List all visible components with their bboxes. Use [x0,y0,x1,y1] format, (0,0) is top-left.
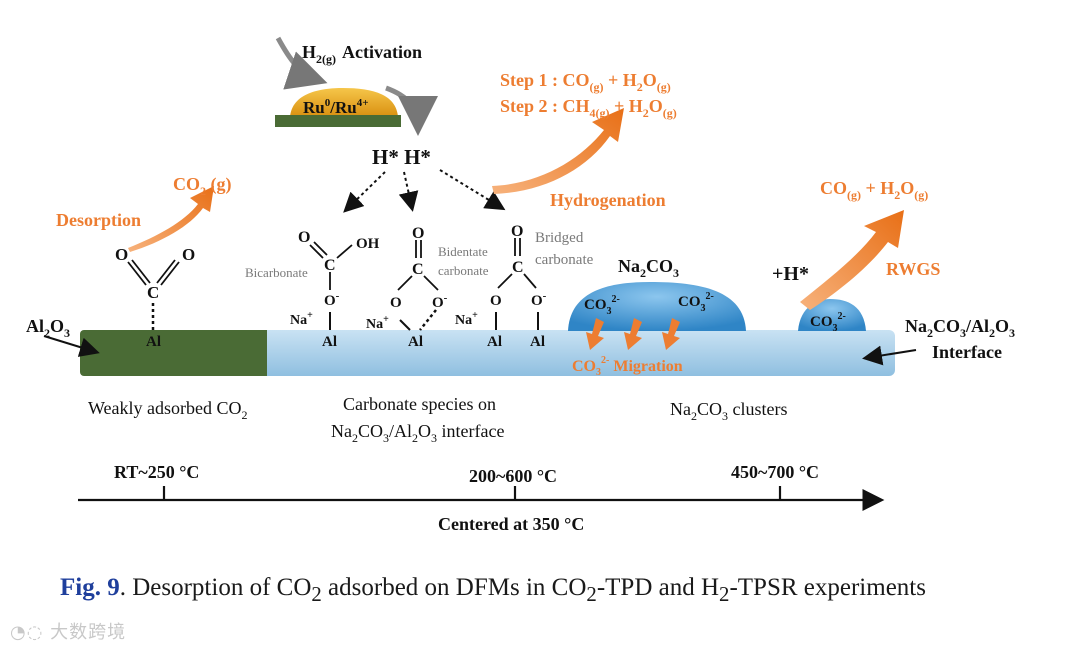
svg-text:Al: Al [408,334,423,350]
migration-arrows [586,318,680,350]
svg-text:Na+: Na+ [290,310,313,328]
al2o3-pointer-arrow [43,335,100,357]
clusters-label: Na2CO3 clusters [670,399,788,423]
watermark: ◔◌ 大数跨境 [10,622,127,643]
hydrogenation-arrow [492,108,624,194]
al2o3-layer [80,330,265,376]
plus-h-star-label: +H* [772,263,809,285]
svg-text:O: O [490,293,502,309]
desorption-arrow [128,186,214,252]
migration-label: CO32- Migration [572,355,683,378]
weak-co2-structure: Al C O O [115,245,195,350]
step2-label: Step 2 : CH4(g) + H2O(g) [500,96,677,120]
svg-text:O: O [390,295,402,311]
interface-pointer-arrow [862,345,917,366]
desorption-label: Desorption [56,210,141,230]
svg-text:C: C [147,283,159,302]
bidentate-label-1: Bidentate [438,244,488,259]
surface-bar [80,330,895,376]
svg-text:O-: O- [432,292,448,311]
bicarbonate-structure: Al Na+ O- C O OH Bicarbonate [245,229,380,350]
na2co3-small-cluster: CO32- [798,299,866,334]
interface-label-line2: Interface [932,342,1002,362]
svg-text:O-: O- [531,290,547,309]
svg-text:Al: Al [146,334,161,350]
svg-text:Na+: Na+ [455,310,478,328]
weak-adsorbed-label: Weakly adsorbed CO2 [88,398,248,422]
temp-label-1: RT~250 °C [114,462,199,482]
rwgs-label: RWGS [886,259,940,279]
h-spillover-arrow [385,85,438,136]
h-star-dotted-arrows [343,169,506,213]
figure-caption: Fig. 9. Desorption of CO2 adsorbed on DF… [60,574,926,606]
watermark-logo-icon: ◔◌ [10,622,51,643]
svg-text:C: C [412,261,424,278]
svg-text:Al: Al [322,334,337,350]
al2o3-label: Al2O3 [26,316,70,340]
ru-label: Ru0/Ru4+ [303,97,368,117]
h-star-label: H* H* [372,145,431,169]
bridged-structure: Al Al Na+ O O- C O Bridged carbonate [455,223,594,350]
svg-text:O-: O- [324,290,340,309]
na2co3-label: Na2CO3 [618,256,679,280]
hydrogenation-label: Hydrogenation [550,190,666,210]
co2-gas-label: CO2 (g) [173,174,232,198]
co3-ion-small: CO32- [810,311,846,334]
center-temp-label: Centered at 350 °C [438,514,584,534]
ru-support [275,115,401,127]
co3-ion-left: CO32- [584,294,620,317]
svg-text:O: O [115,245,128,264]
svg-text:O: O [412,225,424,242]
step1-label: Step 1 : CO(g) + H2O(g) [500,70,671,94]
bridged-label-1: Bridged [535,230,584,246]
svg-text:Na+: Na+ [366,314,389,332]
bidentate-structure: Al Na+ O O- C O Bidentate carbonate [366,225,489,350]
bidentate-label-2: carbonate [438,263,489,278]
carbonate-species-label-1: Carbonate species on [343,394,496,414]
na2co3-cluster: CO32- CO32- [568,282,746,331]
h2-inflow-arrow [275,36,328,90]
h2-activation-label: H2(g)Activation [302,42,422,66]
svg-text:C: C [512,259,524,276]
svg-text:O: O [298,229,310,246]
figure-number: Fig. 9 [60,574,120,601]
svg-text:C: C [324,257,336,274]
co3-ion-right: CO32- [678,291,714,314]
bridged-label-2: carbonate [535,252,594,268]
svg-text:Al: Al [530,334,545,350]
temp-label-3: 450~700 °C [731,462,819,482]
temperature-axis: RT~250 °C 200~600 °C 450~700 °C Centered… [78,462,885,534]
carbonate-species-label-2: Na2CO3/Al2O3 interface [331,421,504,445]
interface-layer [80,330,895,376]
svg-text:OH: OH [356,236,380,252]
interface-label-line1: Na2CO3/Al2O3 [905,316,1015,340]
svg-text:O: O [511,223,523,240]
ru-particle [290,88,398,117]
bicarbonate-label: Bicarbonate [245,265,308,280]
svg-text:Al: Al [487,334,502,350]
temp-label-2: 200~600 °C [469,466,557,486]
rwgs-products-label: CO(g) + H2O(g) [820,178,928,202]
activation-group: H2(g)Activation Ru0/Ru4+ [275,36,438,136]
svg-text:O: O [182,245,195,264]
diagram-canvas: CO32- CO32- CO32- CO32- Migration Al2O3 … [26,36,1015,534]
rwgs-arrow [800,210,904,310]
